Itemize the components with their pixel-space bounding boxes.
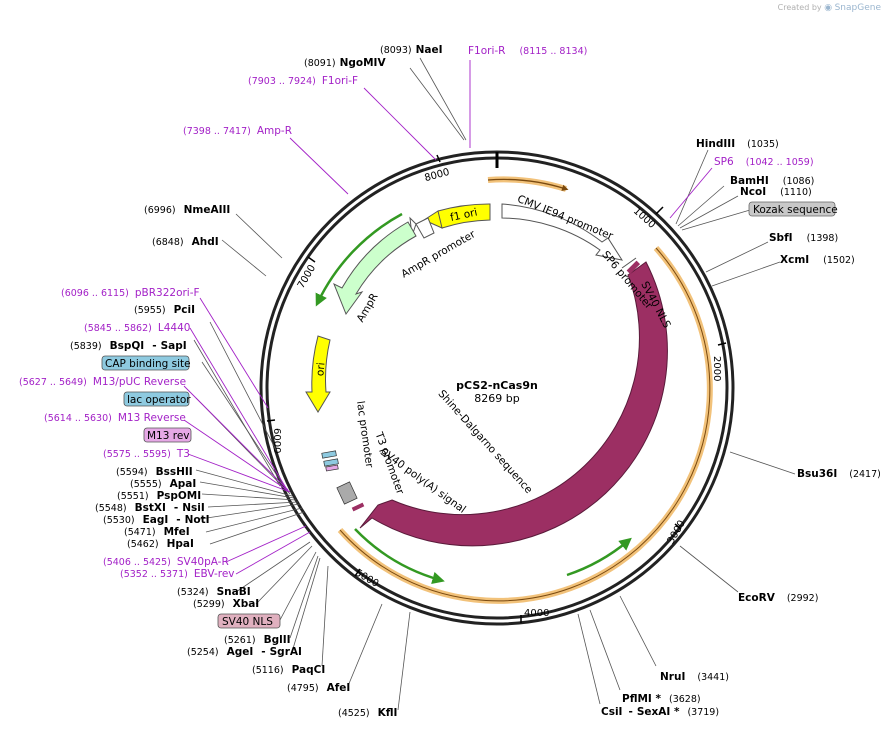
ori-label: ori	[314, 362, 327, 377]
primer-sv40pa-r[interactable]: (5406 .. 5425)SV40pA-R	[103, 556, 229, 568]
plasmid-length: 8269 bp	[474, 392, 519, 405]
site-pflmi[interactable]: PflMI *(3628)	[622, 693, 701, 705]
credit-prefix: Created by	[777, 3, 822, 12]
site-bspqi-sapi[interactable]: (5839)BspQI-SapI	[70, 340, 187, 352]
site-bamhi[interactable]: BamHI(1086)	[730, 175, 814, 187]
snapgene-logo-icon: ◉	[824, 3, 833, 13]
green-arrow-right	[566, 537, 632, 577]
f1-ori-label: f1 ori	[449, 206, 478, 223]
primer-t3[interactable]: (5575 .. 5595)T3	[103, 448, 190, 460]
site-apai[interactable]: (5555)ApaI	[130, 478, 196, 490]
ampr-arrow	[333, 221, 417, 316]
site-eagi-noti[interactable]: (5530)EagI-NotI	[103, 514, 210, 526]
f1-ori-arrow	[422, 203, 491, 229]
m13-rev-box-label: M13 rev	[147, 430, 190, 442]
feature-box-cap-binding-site[interactable]: CAP binding site	[101, 355, 191, 371]
primer-amp-r[interactable]: (7398 .. 7417)Amp-R	[183, 125, 292, 137]
sv40-nls-mark	[626, 260, 641, 275]
site-ngomiv[interactable]: (8091)NgoMIV	[304, 57, 386, 69]
site-pspomi[interactable]: (5551)PspOMI	[117, 490, 201, 502]
site-sbfi[interactable]: SbfI(1398)	[769, 232, 838, 244]
ori-arrow	[305, 335, 331, 413]
lac-promoter-label: lac promoter	[354, 400, 375, 469]
lac-region-markers	[321, 450, 365, 512]
primer-m13-puc-reverse[interactable]: (5627 .. 5649)M13/pUC Reverse	[19, 376, 186, 388]
green-arrow-bottom	[354, 528, 445, 584]
leader-lines	[193, 57, 796, 711]
tick-label-2000: 2000	[711, 356, 722, 381]
orf-arc-big-line	[339, 247, 711, 602]
tick-label-6000: 6000	[271, 428, 282, 453]
site-bsshii[interactable]: (5594)BssHII	[116, 466, 193, 478]
feature-box-kozak[interactable]: Kozak sequence	[748, 201, 838, 217]
credit-brand: SnapGene	[834, 3, 881, 13]
primer-ebv-rev[interactable]: (5352 .. 5371)EBV-rev	[120, 568, 235, 580]
primer-m13-reverse[interactable]: (5614 .. 5630)M13 Reverse	[44, 412, 186, 424]
feature-box-lac-operator[interactable]: lac operator	[123, 391, 191, 407]
site-ahdi[interactable]: (6848)AhdI	[152, 236, 219, 248]
primer-pbr322ori-f[interactable]: (6096 .. 6115)pBR322ori-F	[61, 287, 200, 299]
sp6-promoter-arrow	[621, 257, 637, 269]
cas9-label: Cas9	[609, 517, 637, 543]
primer-l4440[interactable]: (5845 .. 5862)L4440	[84, 322, 190, 334]
orf-arc-top-line	[487, 178, 569, 191]
kozak-box-label: Kozak sequence	[753, 204, 838, 216]
primer-f1ori-r[interactable]: F1ori-R(8115 .. 8134)	[468, 45, 587, 57]
primer-sp6[interactable]: SP6(1042 .. 1059)	[714, 156, 814, 168]
site-snabi[interactable]: (5324)SnaBI	[177, 586, 251, 598]
site-hpai[interactable]: (5462)HpaI	[127, 538, 194, 550]
site-pcii[interactable]: (5955)PciI	[134, 304, 195, 316]
feature-box-m13-rev[interactable]: M13 rev	[143, 427, 192, 443]
site-csii-sexai[interactable]: CsiI-SexAI *(3719)	[601, 706, 719, 718]
lac-operator-box-label: lac operator	[127, 394, 191, 406]
feature-box-sv40-nls[interactable]: SV40 NLS	[217, 613, 281, 629]
sv40-nls-box-label: SV40 NLS	[222, 616, 273, 628]
tick-label-7000: 7000	[296, 263, 318, 291]
plasmid-name: pCS2-nCas9n	[456, 379, 538, 392]
primer-f1ori-f[interactable]: (7903 .. 7924)F1ori-F	[248, 75, 358, 87]
cap-box-label: CAP binding site	[105, 358, 191, 370]
tick-marks	[266, 154, 727, 623]
site-afei[interactable]: (4795)AfeI	[287, 682, 350, 694]
site-xcmi[interactable]: XcmI(1502)	[780, 254, 855, 266]
site-naei[interactable]: (8093)NaeI	[380, 44, 443, 56]
site-mfei[interactable]: (5471)MfeI	[124, 526, 190, 538]
primer-leader-lines	[183, 60, 713, 575]
site-xbai[interactable]: (5299)XbaI	[193, 598, 259, 610]
site-nmeaiii[interactable]: (6996)NmeAIII	[144, 204, 230, 216]
site-ncoi[interactable]: NcoI(1110)	[740, 186, 812, 198]
site-bsu36i[interactable]: Bsu36I(2417)	[797, 468, 881, 480]
site-bstxi-nsii[interactable]: (5548)BstXI-NsiI	[95, 502, 205, 514]
tick-label-4000: 4000	[524, 608, 549, 619]
site-paqci[interactable]: (5116)PaqCI	[252, 664, 325, 676]
green-arrow-left	[315, 212, 403, 307]
cmv-promoter-arrow	[501, 203, 624, 261]
snapgene-credit: Created by ◉ SnapGene	[778, 3, 881, 13]
site-bglii[interactable]: (5261)BglII	[224, 634, 291, 646]
site-kfli[interactable]: (4525)KflI	[338, 707, 397, 719]
site-ecorv[interactable]: EcoRV(2992)	[738, 592, 818, 604]
cas9-arrow	[359, 261, 668, 547]
site-nrui[interactable]: NruI(3441)	[660, 671, 729, 683]
site-agei-sgrai[interactable]: (5254)AgeI-SgrAI	[187, 646, 302, 658]
site-hindiii[interactable]: HindIII(1035)	[696, 138, 779, 150]
